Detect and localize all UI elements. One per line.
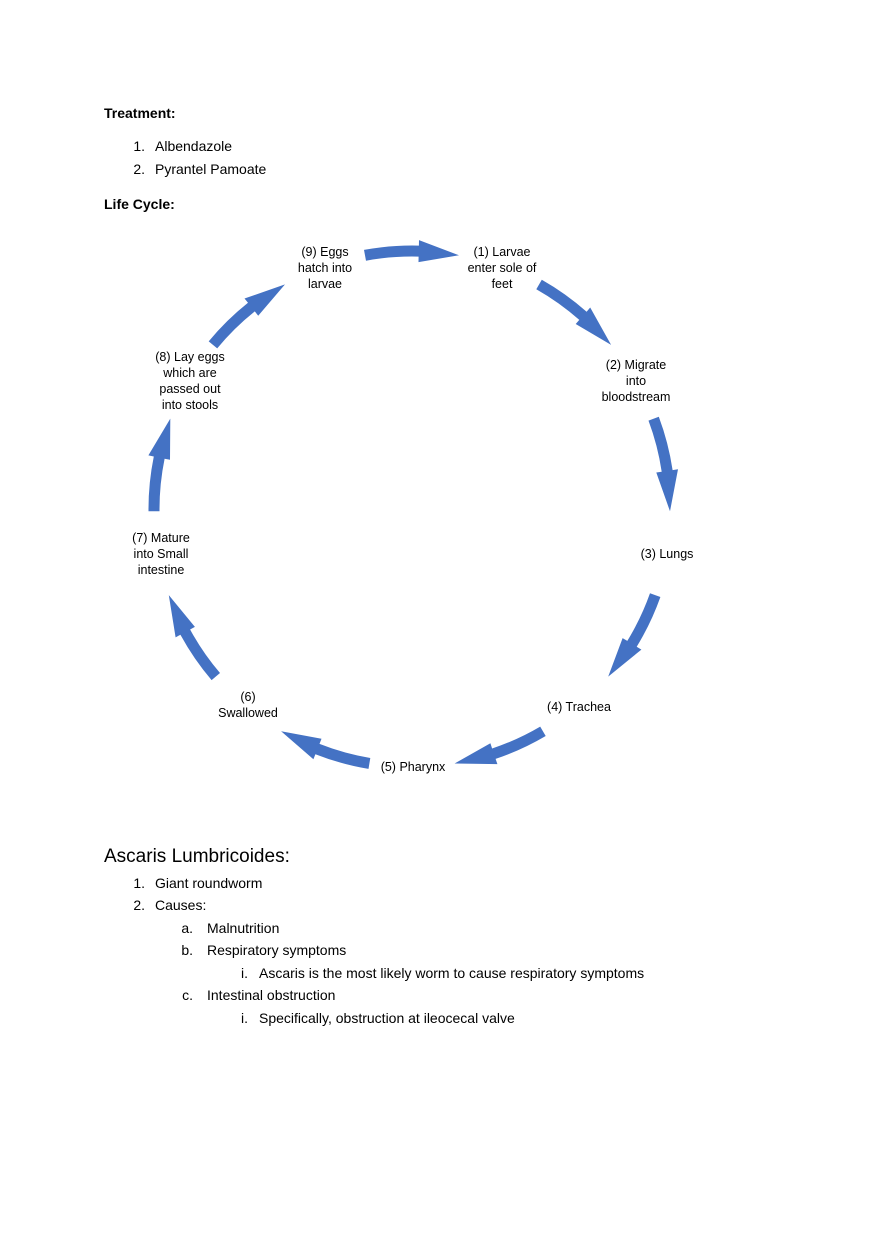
list-marker: i. [241,965,248,981]
list-marker: c. [182,987,193,1003]
cycle-node-2: (2) Migrate into bloodstream [601,358,671,404]
ascaris-title: Ascaris Lumbricoides: [104,846,290,867]
cycle-node-7: (7) Mature into Small intestine [132,531,190,577]
list-marker: 2. [133,897,145,913]
life-cycle-diagram [148,240,678,769]
list-item-text: Specifically, obstruction at ileocecal v… [259,1010,515,1026]
cycle-arrow-3 [608,593,661,677]
cycle-node-4: (4) Trachea [547,700,611,714]
cycle-arrow-9 [364,240,459,263]
list-item-text: Albendazole [155,138,233,154]
cycle-arrow-6 [168,595,220,681]
life-cycle-heading: Life Cycle: [104,196,175,212]
cycle-arrow-2 [648,416,678,512]
treatment-heading: Treatment: [104,105,176,121]
list-item-text: Causes: [155,897,207,913]
cycle-node-3: (3) Lungs [640,547,694,561]
list-item-text: Intestinal obstruction [207,987,336,1003]
list-marker: b. [181,942,193,958]
cycle-arrow-5 [281,731,371,769]
list-marker: 1. [133,875,145,891]
list-marker: i. [241,1010,248,1026]
list-marker: 1. [133,138,145,154]
list-item-text: Giant roundworm [155,875,263,891]
list-item-text: Ascaris is the most likely worm to cause… [259,965,645,981]
cycle-arrow-1 [536,279,612,345]
list-item-text: Respiratory symptoms [207,942,347,958]
cycle-arrow-4 [454,726,546,765]
cycle-node-9: (9) Eggs hatch into larvae [297,245,353,291]
list-marker: 2. [133,161,145,177]
list-item-text: Pyrantel Pamoate [155,161,267,177]
list-item-text: Malnutrition [207,920,280,936]
list-marker: a. [181,920,193,936]
cycle-arrow-8 [208,284,285,349]
cycle-arrow-7 [148,418,171,512]
cycle-node-1: (1) Larvae enter sole of feet [467,245,537,291]
cycle-node-5: (5) Pharynx [380,760,446,774]
cycle-node-6: (6) Swallowed [218,690,278,720]
cycle-node-8: (8) Lay eggs which are passed out into s… [155,350,225,412]
